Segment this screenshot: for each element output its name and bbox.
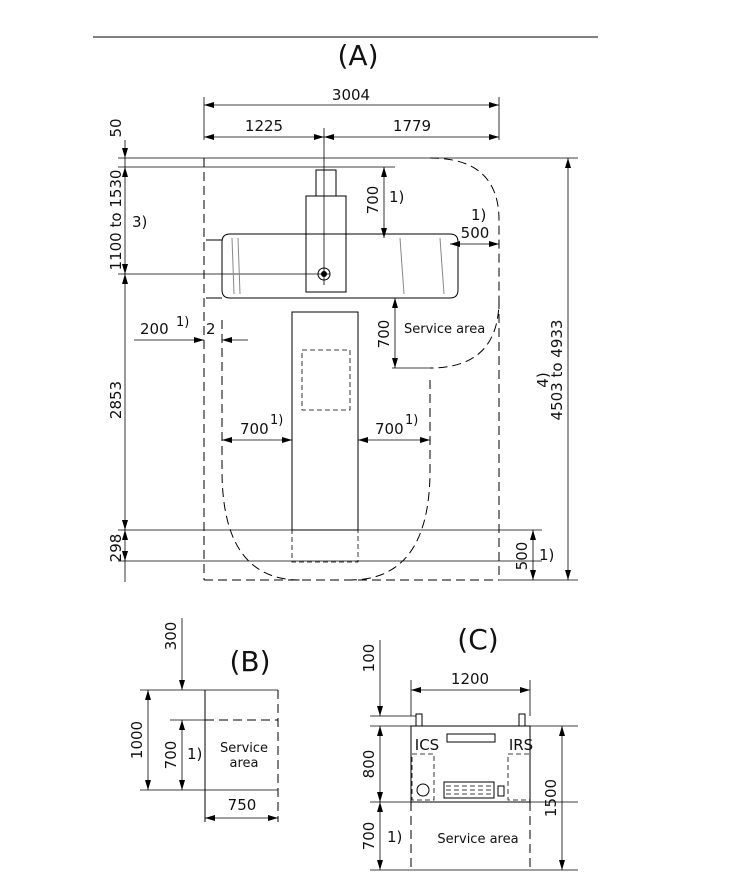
dim-1779-label: 1779 xyxy=(393,117,431,135)
note-700-left-label: 1) xyxy=(270,413,283,428)
dim-1200-label: 1200 xyxy=(451,670,489,688)
inner-panel-dashed xyxy=(301,349,351,411)
note-200-label: 1) xyxy=(176,315,189,330)
service-area-top-dashed xyxy=(429,157,500,369)
ics-label: ICS xyxy=(415,736,439,754)
dim-700-left-label: 700 xyxy=(240,420,269,438)
dim-1225-label: 1225 xyxy=(245,117,283,135)
terminal-block xyxy=(443,781,495,799)
dim-700-top-label: 700 xyxy=(364,186,382,215)
service-area-label: Service area xyxy=(404,322,485,337)
cabinet-slot xyxy=(446,733,496,743)
view-c-title: (C) xyxy=(457,623,498,656)
dim-2853-label: 2853 xyxy=(107,381,125,419)
dim-total-label: 4503 to 4933 xyxy=(548,320,566,421)
dim-500-side-label: 500 xyxy=(461,224,490,242)
note-1-c-label: 1) xyxy=(387,828,402,846)
dim-750-label: 750 xyxy=(228,796,257,814)
lower-housing xyxy=(291,311,359,531)
view-a: (A) 3004 1225 1779 50 1100 to 1530 xyxy=(93,36,598,582)
note-1-b-label: 1) xyxy=(187,745,202,763)
note-700-right-label: 1) xyxy=(405,413,418,428)
note-1-top-label: 1) xyxy=(389,188,404,206)
dim-3004-label: 3004 xyxy=(332,86,370,104)
cabinet-foot-left xyxy=(415,713,423,727)
panel-body xyxy=(221,233,459,299)
note-3-label: 3) xyxy=(132,213,147,231)
dim-200-label: 200 xyxy=(140,320,169,338)
irs-label: IRS xyxy=(509,736,533,754)
dim-700-service-label: 700 xyxy=(375,320,393,349)
dim-500-bottom-label: 500 xyxy=(513,542,531,571)
dim-1000-label: 1000 xyxy=(128,721,146,759)
service-area-left-dashed xyxy=(221,320,301,581)
service-line2-label: area xyxy=(230,756,259,771)
base-dashed xyxy=(291,529,359,563)
dim-800-label: 800 xyxy=(360,750,378,779)
service-area-c-label: Service area xyxy=(437,832,518,847)
view-b: (B) 300 1000 700 1) Service area 750 xyxy=(128,618,279,822)
ics-module-dashed xyxy=(411,753,435,801)
service-line1-label: Service xyxy=(220,741,268,756)
view-a-title: (A) xyxy=(337,39,378,72)
irs-module-dashed xyxy=(507,753,531,801)
cabinet-foot-right xyxy=(518,713,526,727)
dim-700-b-label: 700 xyxy=(162,741,180,770)
small-connector xyxy=(497,785,505,797)
view-c: (C) 1200 100 ICS IRS 800 xyxy=(360,623,578,871)
dim-1100-1530-label: 1100 to 1530 xyxy=(107,170,125,271)
note-2-label: 2 xyxy=(206,320,216,338)
dim-50-label: 50 xyxy=(107,118,125,137)
upright-column xyxy=(305,195,347,293)
dim-1500-label: 1500 xyxy=(542,779,560,817)
note-4-label: 4) xyxy=(534,372,552,387)
dim-298-label: 298 xyxy=(107,534,125,563)
note-1-side-label: 1) xyxy=(471,206,486,224)
connector-icon xyxy=(416,783,430,797)
center-marker xyxy=(317,267,331,281)
center-point xyxy=(321,271,327,277)
service-area-right-dashed xyxy=(349,380,431,581)
view-b-title: (B) xyxy=(229,645,270,678)
note-500-bottom-label: 1) xyxy=(539,546,554,564)
dim-700-c-label: 700 xyxy=(360,822,378,851)
camera-head xyxy=(315,169,337,197)
dim-100-label: 100 xyxy=(360,644,378,673)
dim-300-label: 300 xyxy=(162,622,180,651)
dim-700-right-label: 700 xyxy=(375,420,404,438)
